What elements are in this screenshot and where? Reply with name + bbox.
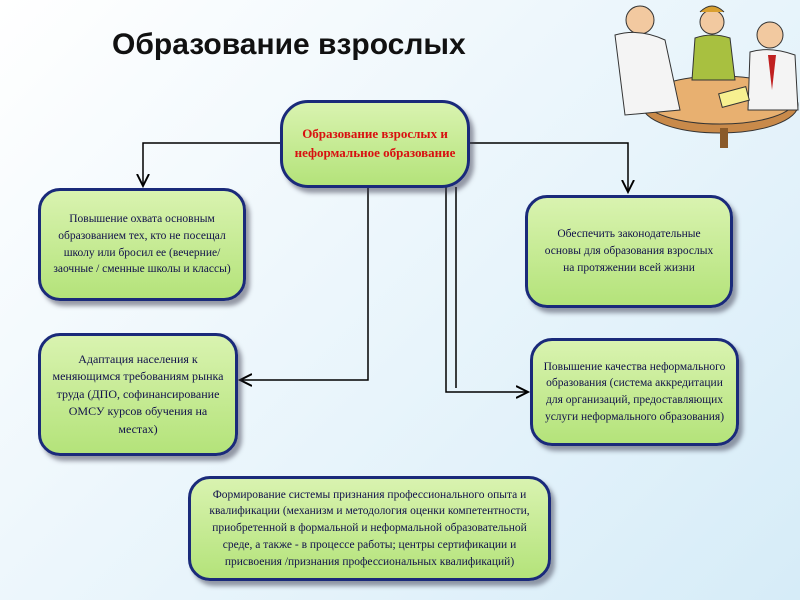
arrow-right2 [445, 187, 528, 392]
box-legislation: Обеспечить законодательные основы для об… [525, 195, 733, 308]
box-quality: Повышение качества неформального образов… [530, 338, 739, 446]
arrow-left2 [240, 187, 369, 380]
arrow-right1 [468, 142, 628, 192]
box-basic-education: Повышение охвата основным образованием т… [38, 188, 246, 301]
slide-title: Образование взрослых [112, 28, 466, 61]
people-illustration [614, 5, 799, 148]
arrow-left1 [143, 142, 282, 186]
center-box: Образование взрослых и неформальное обра… [280, 100, 470, 188]
box-recognition: Формирование системы признания профессио… [188, 476, 551, 581]
box-labor-adaptation: Адаптация населения к меняющимся требова… [38, 333, 238, 456]
